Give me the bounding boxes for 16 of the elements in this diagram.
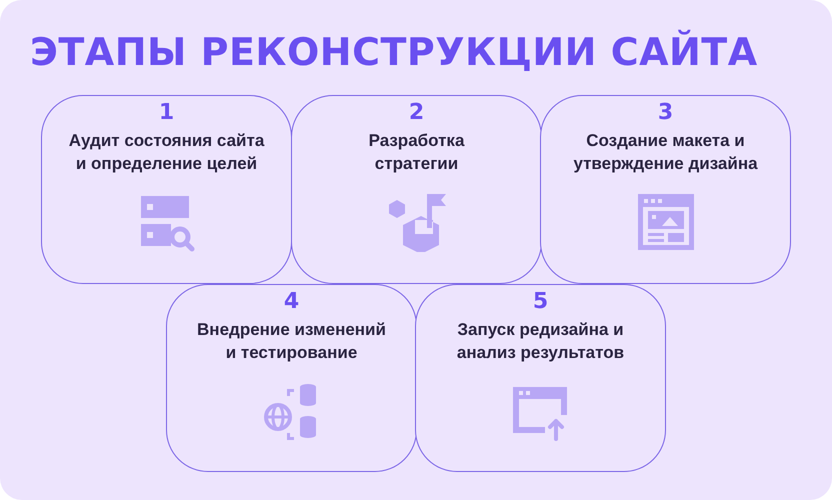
- step-description: Аудит состояния сайта и определение целей: [68, 130, 266, 175]
- step-number: 2: [408, 100, 426, 126]
- step-card: [415, 284, 666, 472]
- step-number: 3: [656, 100, 674, 126]
- step-number: 1: [158, 100, 176, 126]
- step-card: [291, 95, 542, 284]
- step-description: Разработка стратегии: [368, 130, 466, 175]
- step-card: [540, 95, 791, 284]
- step-description: Внедрение изменений и тестирование: [196, 319, 386, 364]
- step-card: [166, 284, 417, 472]
- step-description: Создание макета и утверждение дизайна: [572, 130, 759, 175]
- step-number: 4: [282, 289, 300, 315]
- step-description: Запуск редизайна и анализ результатов: [456, 319, 626, 364]
- title: ЭТАПЫ РЕКОНСТРУКЦИИ САЙТА: [30, 30, 758, 74]
- step-card: [41, 95, 292, 284]
- step-number: 5: [532, 289, 550, 315]
